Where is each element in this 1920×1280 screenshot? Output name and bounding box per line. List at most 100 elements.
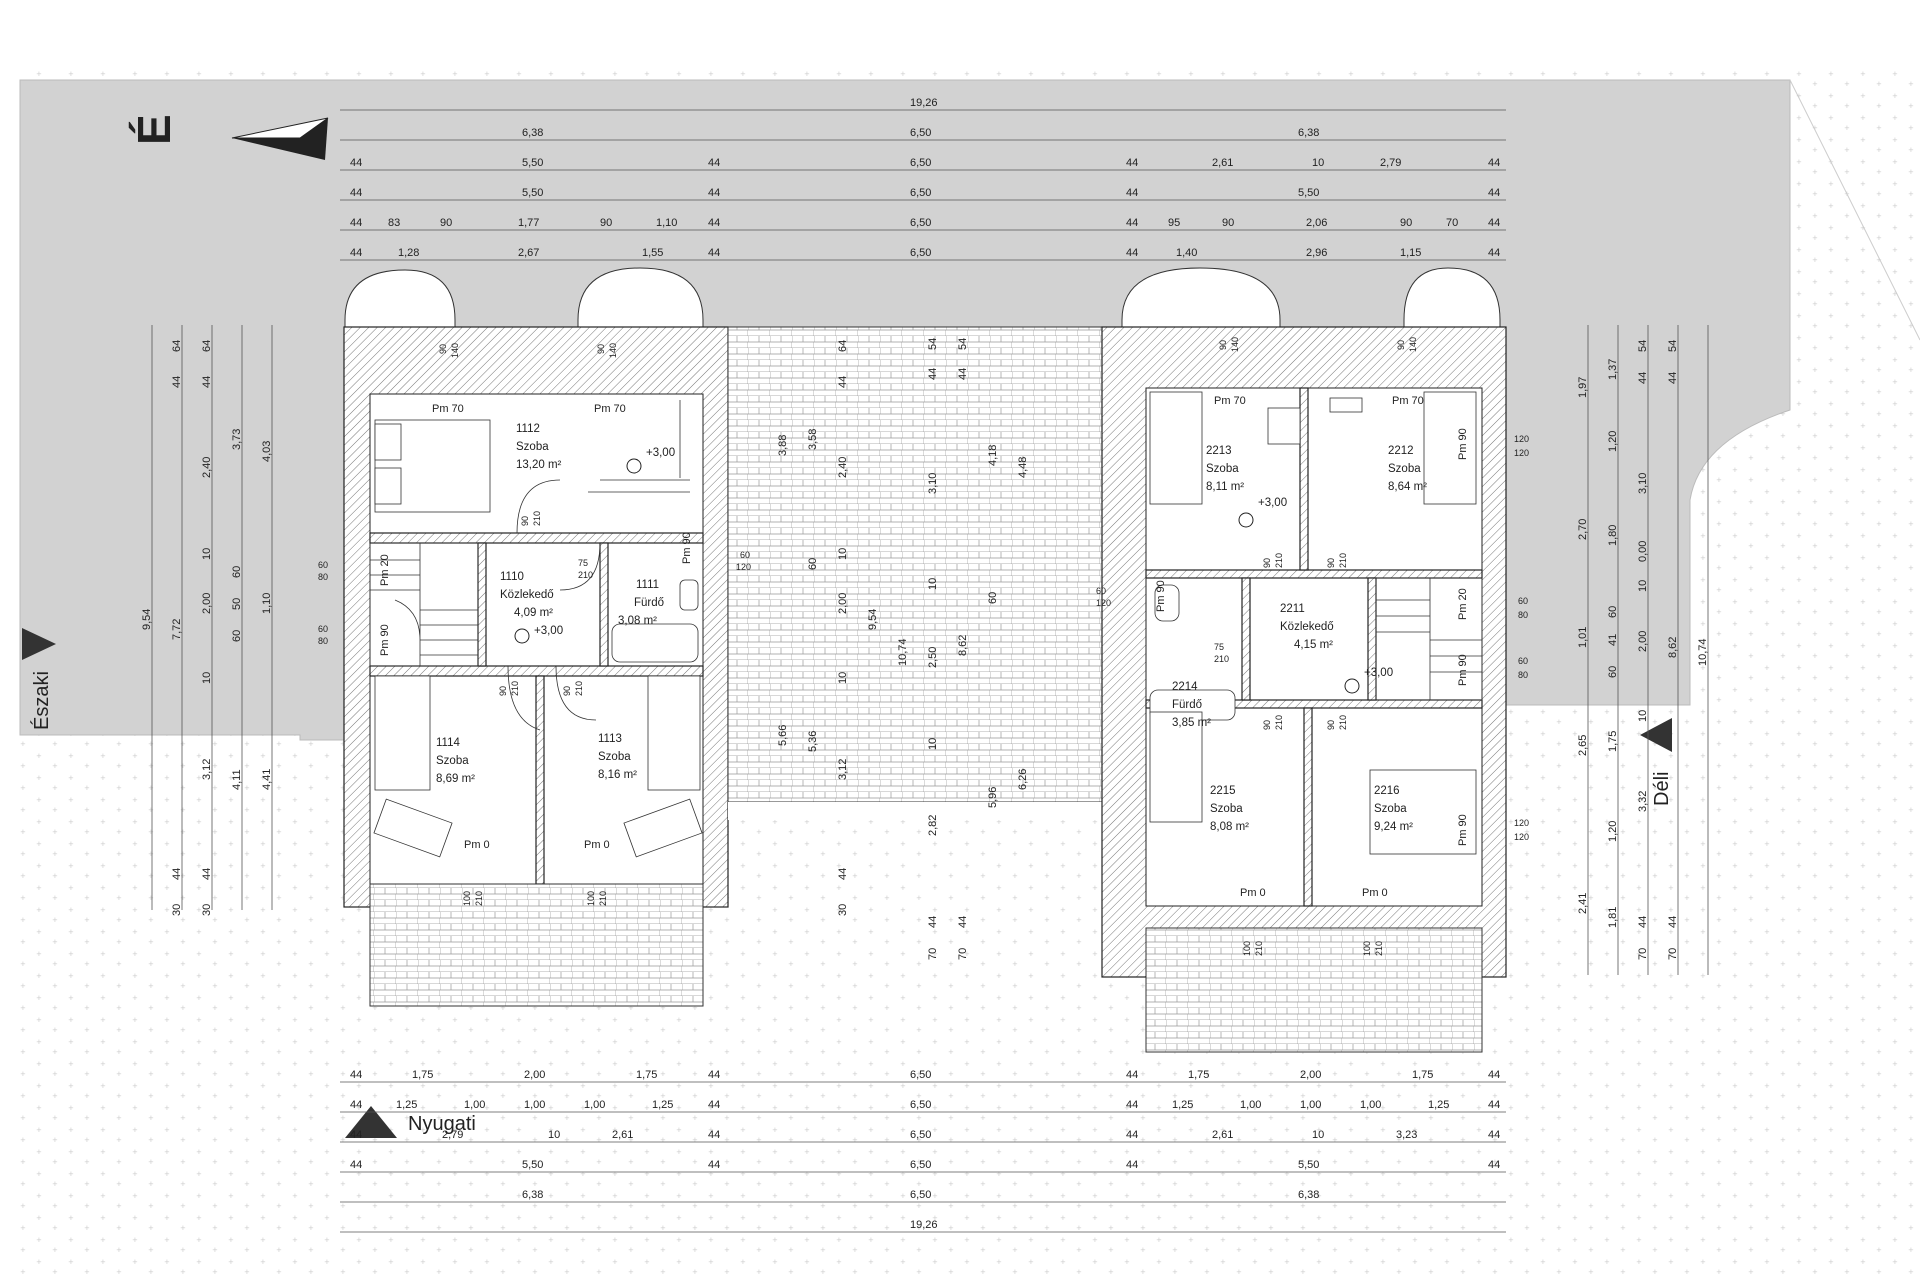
- svg-text:44: 44: [927, 368, 939, 380]
- svg-text:1,20: 1,20: [1607, 431, 1619, 452]
- svg-text:2,06: 2,06: [1306, 217, 1327, 229]
- svg-text:2,40: 2,40: [201, 457, 213, 478]
- svg-text:70: 70: [1637, 948, 1649, 960]
- svg-text:6,50: 6,50: [910, 1129, 931, 1141]
- svg-text:2,96: 2,96: [1306, 247, 1327, 259]
- svg-text:90: 90: [440, 217, 452, 229]
- svg-text:210: 210: [598, 891, 608, 906]
- svg-text:90: 90: [1262, 558, 1272, 568]
- svg-text:8,11 m²: 8,11 m²: [1206, 481, 1244, 493]
- room-1114: 1114 Szoba 8,69 m²: [436, 737, 475, 785]
- svg-text:4,11: 4,11: [231, 769, 243, 790]
- svg-text:10: 10: [927, 578, 939, 590]
- svg-text:+3,00: +3,00: [534, 625, 563, 637]
- svg-text:2,00: 2,00: [837, 593, 849, 614]
- svg-text:1,00: 1,00: [1300, 1099, 1321, 1111]
- svg-text:140: 140: [1408, 337, 1418, 352]
- svg-text:1,97: 1,97: [1577, 377, 1589, 398]
- svg-text:44: 44: [350, 1099, 362, 1111]
- svg-text:44: 44: [708, 157, 720, 169]
- svg-text:64: 64: [171, 340, 183, 352]
- svg-text:1,00: 1,00: [1360, 1099, 1381, 1111]
- svg-text:210: 210: [474, 891, 484, 906]
- bottom-dimensions: 44 1,75 2,00 1,75 44 6,50 44 1,75 2,00 1…: [340, 1069, 1506, 1233]
- svg-text:120: 120: [1514, 832, 1529, 842]
- svg-text:0,00: 0,00: [1637, 541, 1649, 562]
- svg-text:Pm 0: Pm 0: [584, 839, 610, 851]
- north-letter: É: [128, 114, 180, 145]
- svg-text:10: 10: [837, 672, 849, 684]
- room-2215: 2215 Szoba 8,08 m²: [1210, 785, 1249, 833]
- svg-text:1,80: 1,80: [1607, 525, 1619, 546]
- svg-text:44: 44: [1637, 372, 1649, 384]
- svg-text:90: 90: [1396, 340, 1406, 350]
- svg-text:75: 75: [1214, 642, 1224, 652]
- svg-text:Közlekedő: Közlekedő: [500, 589, 554, 601]
- svg-text:10: 10: [1312, 1129, 1324, 1141]
- svg-text:1,25: 1,25: [1172, 1099, 1193, 1111]
- svg-text:6,50: 6,50: [910, 157, 931, 169]
- svg-text:44: 44: [1488, 187, 1500, 199]
- svg-text:5,66: 5,66: [777, 725, 789, 746]
- svg-text:44: 44: [1126, 1069, 1138, 1081]
- svg-text:54: 54: [927, 338, 939, 350]
- svg-text:2,00: 2,00: [1300, 1069, 1321, 1081]
- svg-text:6,50: 6,50: [910, 1069, 931, 1081]
- svg-text:44: 44: [350, 1069, 362, 1081]
- svg-text:5,50: 5,50: [1298, 187, 1319, 199]
- triangle-marker-icon: [22, 628, 56, 660]
- svg-text:Szoba: Szoba: [436, 755, 469, 767]
- svg-text:4,48: 4,48: [1017, 457, 1029, 478]
- svg-text:2,79: 2,79: [1380, 157, 1401, 169]
- svg-text:2,00: 2,00: [524, 1069, 545, 1081]
- svg-text:90: 90: [600, 217, 612, 229]
- svg-text:10: 10: [1312, 157, 1324, 169]
- svg-text:1,75: 1,75: [1188, 1069, 1209, 1081]
- svg-text:Pm 70: Pm 70: [1392, 395, 1424, 407]
- svg-text:30: 30: [201, 904, 213, 916]
- svg-text:1,77: 1,77: [518, 217, 539, 229]
- top-dimensions: 19,26 6,38 6,50 6,38 44 5,50 44 6,50 44 …: [340, 97, 1506, 261]
- svg-text:44: 44: [350, 157, 362, 169]
- svg-text:8,08 m²: 8,08 m²: [1210, 821, 1249, 833]
- svg-text:8,62: 8,62: [1667, 637, 1679, 658]
- svg-text:2215: 2215: [1210, 785, 1236, 797]
- svg-text:2,40: 2,40: [837, 457, 849, 478]
- svg-text:140: 140: [608, 343, 618, 358]
- svg-text:10: 10: [201, 672, 213, 684]
- svg-text:+3,00: +3,00: [1258, 497, 1287, 509]
- svg-text:1,00: 1,00: [1240, 1099, 1261, 1111]
- svg-text:1,00: 1,00: [464, 1099, 485, 1111]
- svg-text:1,75: 1,75: [1607, 731, 1619, 752]
- svg-text:Szoba: Szoba: [516, 441, 549, 453]
- svg-text:44: 44: [708, 1069, 720, 1081]
- svg-text:90: 90: [520, 516, 530, 526]
- svg-text:3,85 m²: 3,85 m²: [1172, 717, 1211, 729]
- level-markers: +3,00 +3,00 +3,00 +3,00: [514, 447, 1393, 694]
- svg-text:3,08 m²: 3,08 m²: [618, 615, 657, 627]
- svg-text:1,25: 1,25: [1428, 1099, 1449, 1111]
- svg-text:100: 100: [586, 891, 596, 906]
- svg-text:Pm 70: Pm 70: [432, 403, 464, 415]
- svg-text:30: 30: [837, 904, 849, 916]
- svg-text:44: 44: [350, 1129, 362, 1141]
- svg-text:4,18: 4,18: [987, 445, 999, 466]
- svg-text:44: 44: [957, 368, 969, 380]
- svg-text:6,50: 6,50: [910, 1159, 931, 1171]
- svg-text:2,50: 2,50: [927, 647, 939, 668]
- svg-text:44: 44: [837, 868, 849, 880]
- svg-text:90: 90: [1326, 720, 1336, 730]
- svg-text:2214: 2214: [1172, 681, 1198, 693]
- svg-text:2212: 2212: [1388, 445, 1414, 457]
- sill-labels: Pm 70 Pm 70 Pm 0 Pm 0 Pm 20 Pm 90 Pm 90 …: [379, 395, 1469, 899]
- svg-text:3,12: 3,12: [837, 759, 849, 780]
- svg-text:9,54: 9,54: [867, 609, 879, 630]
- west-direction-text: Nyugati: [408, 1113, 476, 1135]
- svg-text:120: 120: [1514, 818, 1529, 828]
- svg-text:44: 44: [1126, 157, 1138, 169]
- svg-text:1,75: 1,75: [1412, 1069, 1433, 1081]
- svg-text:44: 44: [1126, 1099, 1138, 1111]
- level-marker-icon: [1344, 678, 1360, 694]
- svg-text:3,32: 3,32: [1637, 791, 1649, 812]
- svg-text:Fürdő: Fürdő: [634, 597, 664, 609]
